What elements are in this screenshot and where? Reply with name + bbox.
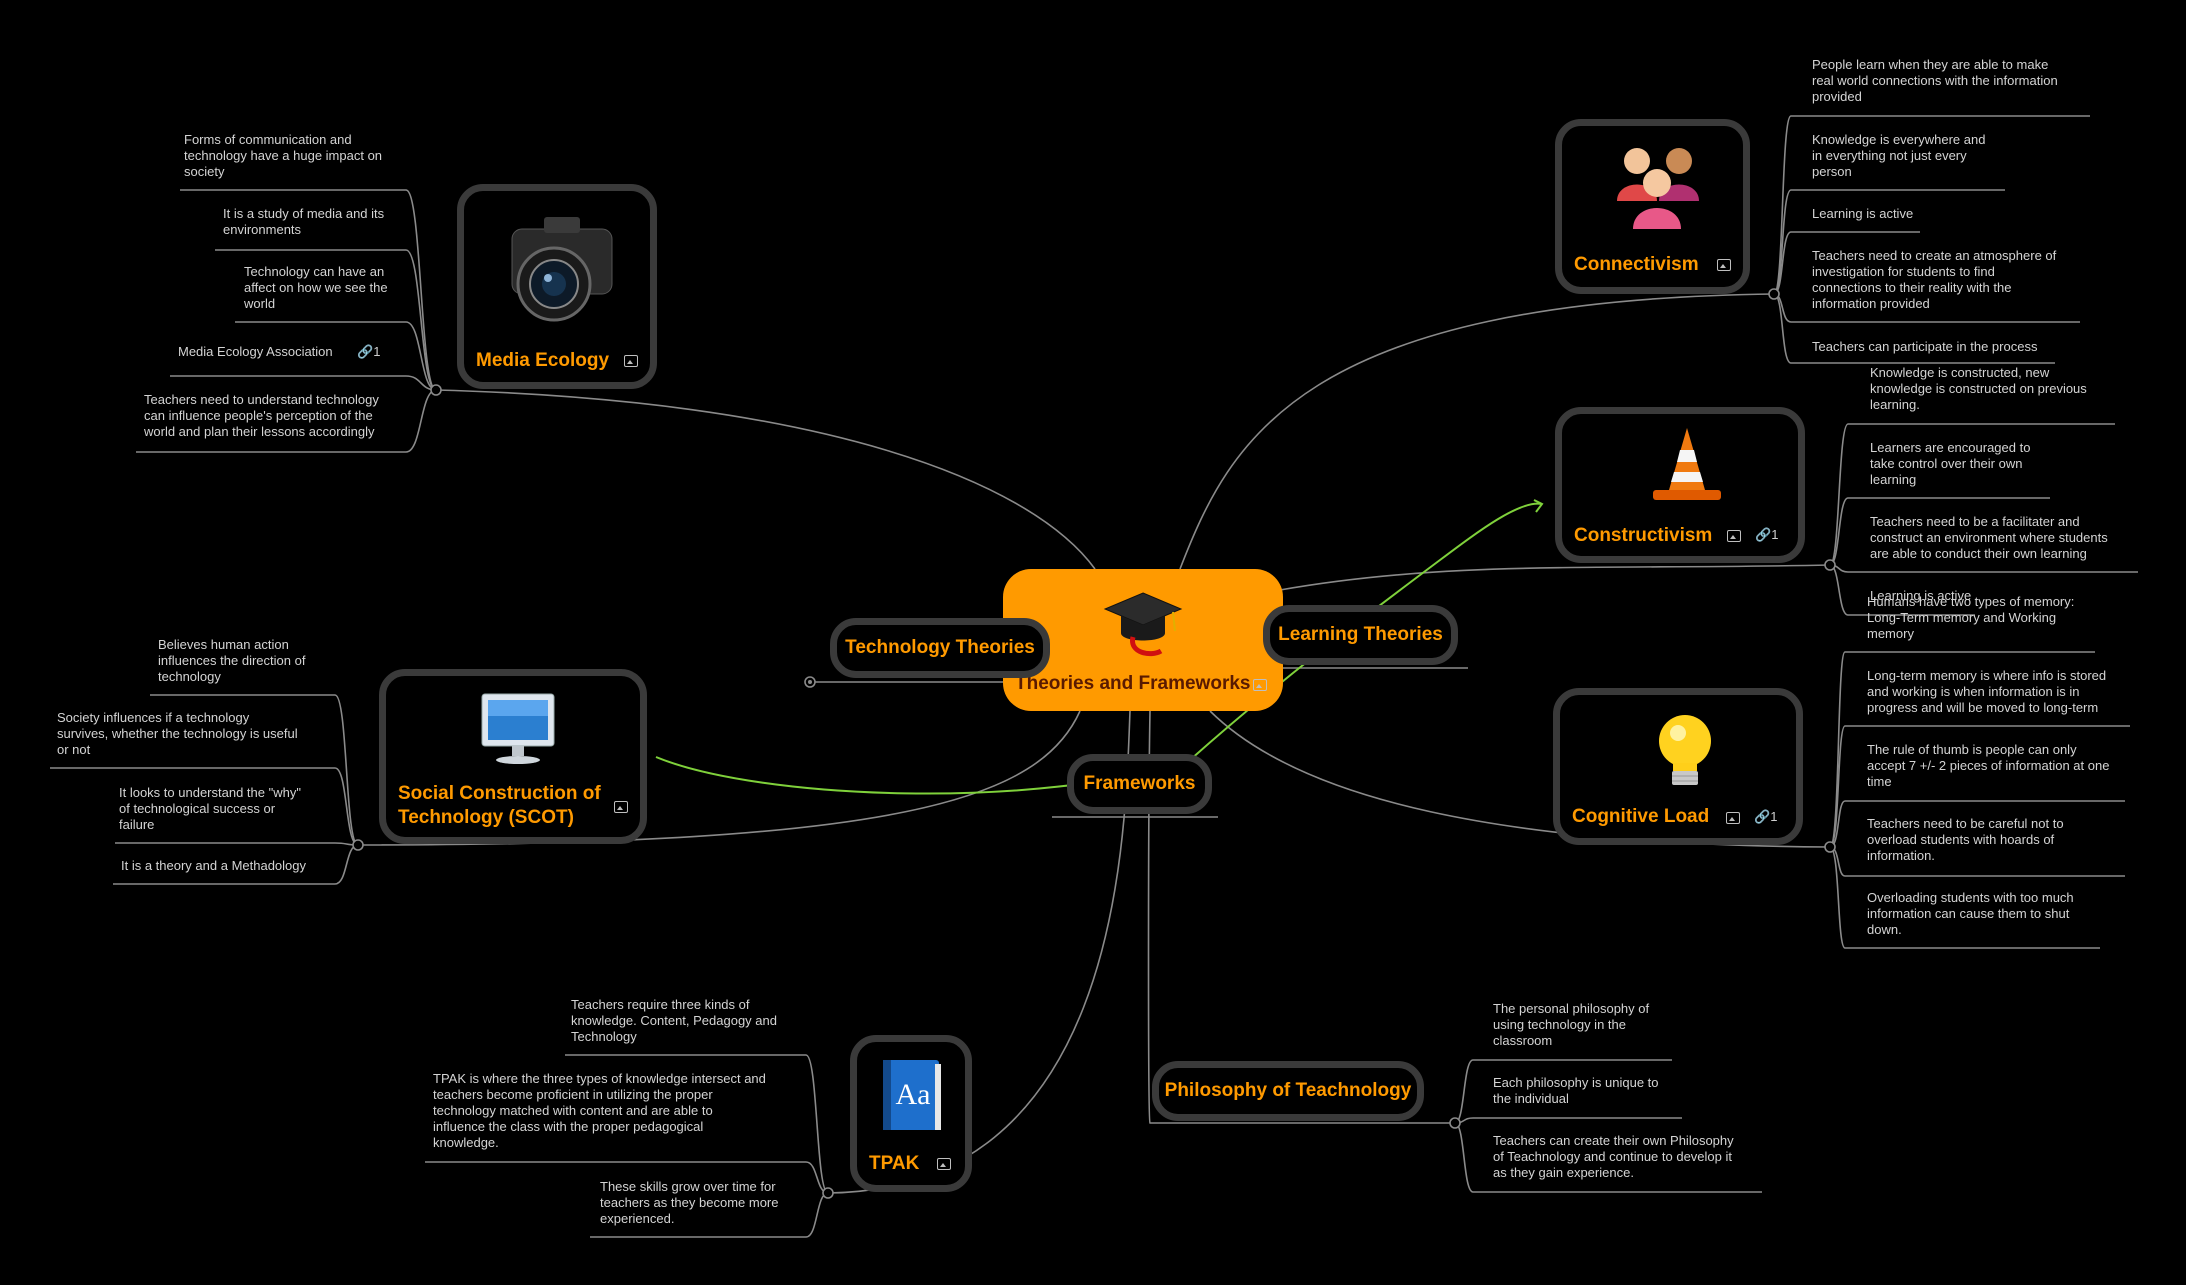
people-group-icon <box>1617 148 1699 229</box>
dictionary-book-icon: Aa <box>883 1060 941 1130</box>
constructivism-note[interactable]: Teachers need to be a facilitater and co… <box>1870 514 2108 561</box>
philosophy-note[interactable]: The personal philosophy of using technol… <box>1493 1001 1650 1048</box>
media-ecology-note[interactable]: Teachers need to understand technology c… <box>144 392 379 439</box>
light-bulb-icon <box>1659 715 1711 785</box>
scot-node[interactable]: Social Construction of Technology (SCOT) <box>379 669 647 844</box>
connectivism-note[interactable]: People learn when they are able to make … <box>1812 57 2058 104</box>
technology-theories-topic[interactable]: Technology Theories <box>830 618 1050 678</box>
scot-note[interactable]: Believes human action influences the dir… <box>158 637 306 684</box>
cognitive-load-note[interactable]: Humans have two types of memory: Long-Te… <box>1867 594 2075 641</box>
computer-monitor-icon <box>481 693 555 764</box>
connectivism-note[interactable]: Learning is active <box>1812 206 1914 221</box>
link-count: 1 <box>1770 809 1778 824</box>
philosophy-topic[interactable]: Philosophy of Teachnology <box>1152 1061 1424 1121</box>
media-ecology-note[interactable]: Forms of communication and technology ha… <box>184 132 383 179</box>
constructivism-note[interactable]: Learners are encouraged to take control … <box>1870 440 2031 487</box>
link-icon[interactable]: 🔗1 <box>1754 809 1778 824</box>
tpak-node[interactable]: Aa TPAK <box>850 1035 972 1192</box>
frameworks-topic[interactable]: Frameworks <box>1067 754 1212 814</box>
cognitive-load-label: Cognitive Load <box>1572 806 1710 827</box>
link-icon[interactable]: 🔗1 <box>1755 527 1779 542</box>
central-topic-label: Theories and Frameworks <box>1015 673 1251 694</box>
technology-theories-label: Technology Theories <box>845 637 1035 658</box>
image-icon[interactable] <box>937 1158 951 1170</box>
philosophy-note[interactable]: Each philosophy is unique to the individ… <box>1493 1075 1659 1106</box>
cognitive-load-note[interactable]: Long-term memory is where info is stored… <box>1867 668 2107 715</box>
learning-theories-label: Learning Theories <box>1278 624 1443 645</box>
media-ecology-label: Media Ecology <box>476 350 610 371</box>
media-ecology-note[interactable]: It is a study of media and its environme… <box>223 206 385 237</box>
constructivism-note[interactable]: Knowledge is constructed, new knowledge … <box>1870 365 2087 412</box>
learning-theories-topic[interactable]: Learning Theories <box>1263 605 1458 665</box>
tpak-note[interactable]: TPAK is where the three types of knowled… <box>433 1071 766 1150</box>
tpak-label: TPAK <box>869 1153 920 1174</box>
media-ecology-node[interactable]: Media Ecology <box>457 184 657 389</box>
graduation-cap-icon <box>1103 592 1183 657</box>
cognitive-load-note[interactable]: Overloading students with too much infor… <box>1867 890 2074 937</box>
link-count: 1 <box>373 344 381 359</box>
cognitive-load-node[interactable]: Cognitive Load 🔗1 <box>1553 688 1803 845</box>
connectivism-node[interactable]: Connectivism <box>1555 119 1750 294</box>
scot-note[interactable]: It is a theory and a Methadology <box>121 858 307 873</box>
cognitive-load-note[interactable]: The rule of thumb is people can only acc… <box>1867 742 2110 789</box>
philosophy-label: Philosophy of Teachnology <box>1164 1080 1412 1101</box>
connectivism-note[interactable]: Teachers need to create an atmosphere of… <box>1812 248 2057 311</box>
tpak-note[interactable]: These skills grow over time for teachers… <box>600 1179 779 1226</box>
link-icon[interactable]: 🔗1 <box>357 344 381 359</box>
image-icon[interactable] <box>1253 679 1267 691</box>
scot-label: Social Construction of Technology (SCOT) <box>398 783 601 828</box>
media-ecology-note[interactable]: Media Ecology Association <box>178 344 333 359</box>
constructivism-note[interactable]: Learning is active <box>1870 588 1972 603</box>
scot-note[interactable]: It looks to understand the "why" of tech… <box>119 785 301 832</box>
scot-note[interactable]: Society influences if a technology survi… <box>57 710 298 757</box>
connectivism-label: Connectivism <box>1574 254 1699 275</box>
constructivism-node[interactable]: Constructivism 🔗1 <box>1555 407 1805 563</box>
connectivism-note[interactable]: Knowledge is everywhere and in everythin… <box>1812 132 1986 179</box>
camera-icon <box>511 217 613 322</box>
cognitive-load-note[interactable]: Teachers need to be careful not to overl… <box>1867 816 2064 863</box>
constructivism-label: Constructivism <box>1574 525 1713 546</box>
frameworks-label: Frameworks <box>1083 773 1196 794</box>
image-icon[interactable] <box>1727 530 1741 542</box>
tpak-note[interactable]: Teachers require three kinds of knowledg… <box>571 997 777 1044</box>
image-icon[interactable] <box>1717 259 1731 271</box>
philosophy-note[interactable]: Teachers can create their own Philosophy… <box>1493 1133 1734 1180</box>
traffic-cone-icon <box>1653 428 1721 500</box>
central-topic[interactable]: Theories and Frameworks <box>1003 569 1283 711</box>
connectivism-note[interactable]: Teachers can participate in the process <box>1812 339 2038 354</box>
link-count: 1 <box>1771 527 1779 542</box>
image-icon[interactable] <box>614 801 628 813</box>
image-icon[interactable] <box>1726 812 1740 824</box>
image-icon[interactable] <box>624 355 638 367</box>
svg-text:Aa: Aa <box>896 1078 931 1111</box>
media-ecology-note[interactable]: Technology can have an affect on how we … <box>244 264 388 311</box>
